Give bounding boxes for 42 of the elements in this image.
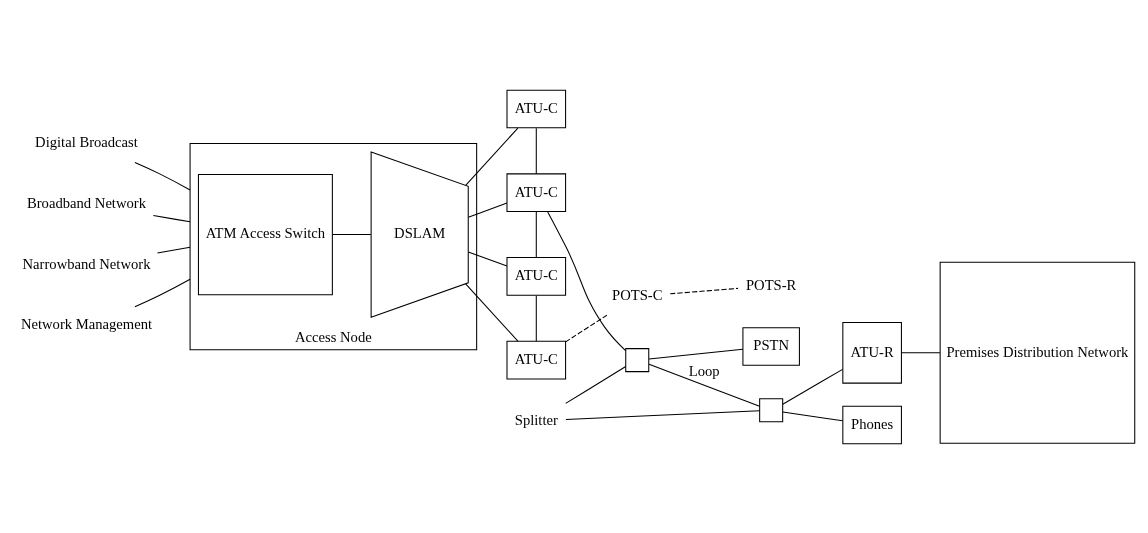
connector (565, 409, 761, 420)
node-text: Network Management (20, 315, 153, 332)
connector (467, 250, 508, 267)
connector (547, 210, 627, 351)
node-box: ATM Access Switch (197, 173, 333, 295)
connector (535, 294, 537, 342)
connector (901, 351, 941, 353)
node-box: Phones (842, 405, 902, 444)
node-box: ATU-C (506, 256, 567, 296)
connector (134, 278, 191, 307)
connector (782, 410, 844, 421)
node-box (625, 347, 650, 372)
node-text: Narrowband Network (22, 255, 151, 272)
connector (782, 368, 844, 405)
node-box: ATU-C (506, 172, 567, 212)
connector (156, 246, 191, 253)
node-box: ATU-R (842, 321, 902, 384)
node-box: Premises Distribution Network (939, 261, 1136, 444)
connector (535, 210, 537, 258)
node-box: DSLAM (370, 150, 469, 318)
connector (669, 287, 739, 294)
node-box: ATU-C (506, 340, 567, 379)
connector (465, 282, 519, 342)
node-text: POTS-C (612, 286, 663, 303)
connector (332, 233, 372, 235)
connector (565, 365, 627, 404)
node-box: PSTN (742, 326, 800, 366)
connector (565, 314, 608, 342)
node-text: POTS-R (745, 276, 797, 293)
connector (134, 161, 191, 190)
connector (152, 214, 191, 222)
connector (467, 202, 508, 218)
node-box: ATU-C (506, 89, 567, 128)
node-text: Splitter (514, 411, 558, 428)
connector (648, 363, 761, 407)
node-box (759, 397, 784, 422)
connector (535, 127, 537, 174)
node-text: Broadband Network (27, 194, 146, 211)
connector (648, 348, 744, 360)
edge-label: Loop (688, 362, 720, 379)
node-text: Digital Broadcast (35, 133, 138, 150)
connector (465, 127, 519, 186)
